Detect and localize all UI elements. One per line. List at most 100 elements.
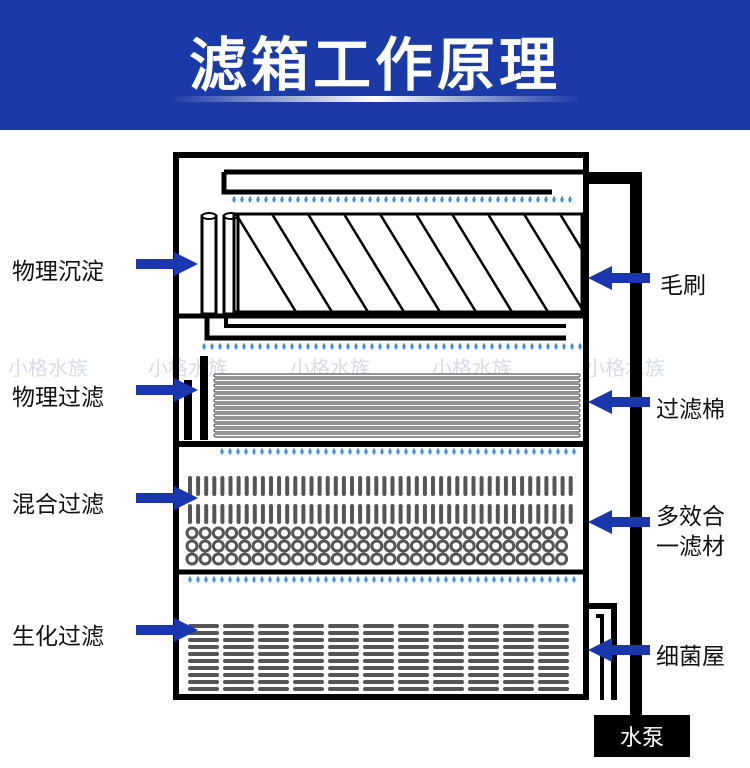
water-droplet bbox=[312, 195, 316, 203]
water-droplet bbox=[228, 447, 232, 455]
water-droplet bbox=[444, 575, 448, 583]
spray-bar-lower bbox=[221, 172, 552, 195]
water-droplet bbox=[218, 342, 222, 350]
bacteria-house-block bbox=[468, 638, 499, 642]
bacteria-house-block bbox=[223, 666, 254, 670]
bacteria-house-block bbox=[188, 638, 219, 642]
ball-media-piece bbox=[436, 526, 450, 540]
water-droplet bbox=[242, 342, 246, 350]
watermark: 小格水族 bbox=[8, 356, 88, 380]
water-droplets bbox=[220, 447, 576, 455]
ball-media-piece bbox=[475, 539, 489, 553]
ring-media-piece bbox=[382, 504, 387, 524]
ring-media-piece bbox=[212, 504, 217, 524]
water-droplet bbox=[562, 342, 566, 350]
water-droplet bbox=[354, 342, 358, 350]
cotton-layer bbox=[213, 373, 581, 378]
bacteria-house-block bbox=[363, 652, 394, 656]
bacteria-house-block bbox=[468, 652, 499, 656]
cotton-layer bbox=[213, 393, 581, 398]
water-droplet bbox=[508, 575, 512, 583]
ball-media-piece bbox=[251, 539, 265, 553]
water-droplet bbox=[450, 342, 454, 350]
ball-media-piece bbox=[238, 552, 252, 566]
label-physical-settling: 物理沉淀 bbox=[12, 259, 104, 285]
water-droplet bbox=[256, 195, 260, 203]
bacteria-house-block bbox=[538, 624, 569, 628]
ball-media-piece bbox=[396, 539, 410, 553]
water-droplet bbox=[244, 575, 248, 583]
ring-media-piece bbox=[260, 476, 265, 496]
water-droplet bbox=[386, 342, 390, 350]
ball-media-piece bbox=[502, 539, 516, 553]
ring-media-piece bbox=[398, 504, 403, 524]
water-droplet bbox=[324, 447, 328, 455]
ball-media-piece bbox=[277, 539, 291, 553]
water-droplet bbox=[512, 195, 516, 203]
water-droplet bbox=[236, 575, 240, 583]
ring-media-piece bbox=[204, 476, 209, 496]
water-droplet bbox=[188, 575, 192, 583]
water-droplet bbox=[416, 195, 420, 203]
ring-media-piece bbox=[325, 504, 330, 524]
ball-media-piece bbox=[198, 539, 212, 553]
bacteria-house-block bbox=[538, 666, 569, 670]
ball-media-piece bbox=[264, 539, 278, 553]
water-droplet bbox=[560, 195, 564, 203]
water-droplet bbox=[244, 447, 248, 455]
water-droplet bbox=[308, 447, 312, 455]
ring-media-piece bbox=[552, 476, 557, 496]
water-droplet bbox=[442, 342, 446, 350]
bacteria-house-block bbox=[503, 659, 534, 663]
ball-media-piece bbox=[317, 526, 331, 540]
bacteria-house-block bbox=[258, 666, 289, 670]
ball-media-piece bbox=[291, 526, 305, 540]
water-droplet bbox=[316, 575, 320, 583]
ball-media-piece bbox=[304, 526, 318, 540]
arrow-right bbox=[136, 486, 198, 510]
water-droplet bbox=[564, 575, 568, 583]
water-droplet bbox=[490, 342, 494, 350]
water-droplet bbox=[480, 195, 484, 203]
bacteria-house-block bbox=[258, 680, 289, 684]
ball-media-piece bbox=[343, 552, 357, 566]
bacteria-house-block bbox=[188, 680, 219, 684]
water-droplet bbox=[538, 342, 542, 350]
water-droplet bbox=[440, 195, 444, 203]
water-droplet bbox=[388, 575, 392, 583]
bacteria-house-block bbox=[293, 645, 324, 649]
bacteria-house-block bbox=[468, 631, 499, 635]
ring-media-piece bbox=[487, 476, 492, 496]
water-droplet bbox=[402, 342, 406, 350]
water-droplet bbox=[460, 447, 464, 455]
water-droplet bbox=[328, 195, 332, 203]
water-droplet bbox=[210, 342, 214, 350]
ring-media-piece bbox=[390, 476, 395, 496]
water-droplet bbox=[568, 195, 572, 203]
bacteria-house-block bbox=[433, 645, 464, 649]
bacteria-house-block bbox=[433, 638, 464, 642]
water-droplet bbox=[544, 195, 548, 203]
ball-media-piece bbox=[304, 539, 318, 553]
label-physical-filtration: 物理过滤 bbox=[12, 385, 104, 411]
water-droplet bbox=[578, 342, 582, 350]
pump-label: 水泵 bbox=[594, 715, 690, 757]
ring-media-piece bbox=[422, 476, 427, 496]
bacteria-house-block bbox=[468, 673, 499, 677]
bacteria-house-block bbox=[433, 659, 464, 663]
filter-box-outline bbox=[173, 152, 589, 700]
arrow-left bbox=[588, 510, 650, 534]
bacteria-house-block bbox=[503, 673, 534, 677]
ball-media-piece bbox=[238, 539, 252, 553]
water-droplet bbox=[540, 575, 544, 583]
water-droplet bbox=[412, 575, 416, 583]
bacteria-house-block bbox=[363, 638, 394, 642]
bacteria-house-block bbox=[363, 666, 394, 670]
ring-media-piece bbox=[495, 504, 500, 524]
water-droplet bbox=[320, 195, 324, 203]
ball-media-piece bbox=[225, 552, 239, 566]
bacteria-house-block bbox=[398, 666, 429, 670]
ring-media-piece bbox=[325, 476, 330, 496]
ball-media-piece bbox=[357, 539, 371, 553]
standpipe bbox=[200, 356, 208, 440]
